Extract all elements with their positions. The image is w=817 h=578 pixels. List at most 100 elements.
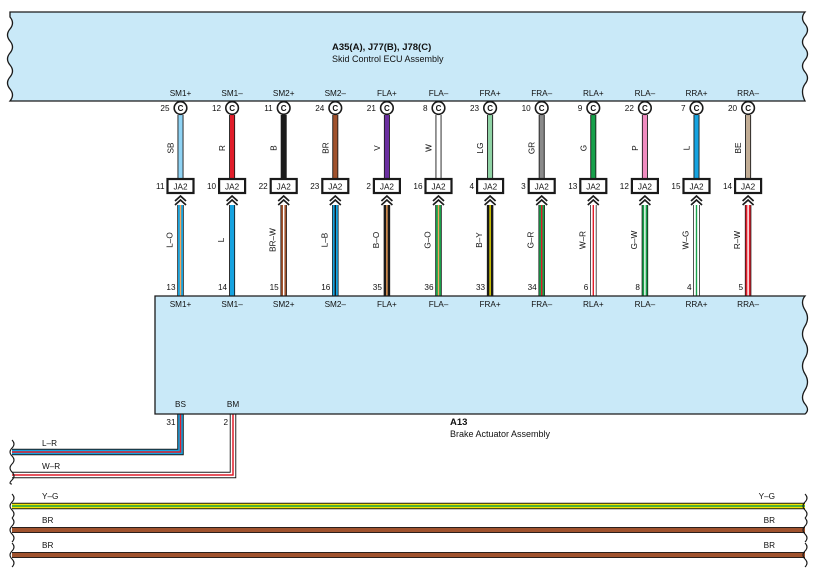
double-chevron-icon [226, 194, 239, 202]
double-chevron-icon [329, 198, 342, 206]
wire-break-left [9, 517, 15, 543]
double-chevron-icon [277, 198, 290, 206]
ja2-junction-box [682, 177, 711, 195]
connector-c-icon [431, 100, 446, 116]
ecu-pin-number: 24 [315, 104, 325, 113]
ja2-pin-number: 3 [521, 182, 526, 191]
actuator-output-pin-label: BM [227, 400, 239, 409]
ja2-junction-box [527, 177, 556, 195]
upper-wire-color-label: G [579, 145, 588, 151]
double-chevron-icon [432, 194, 445, 202]
ecu-pin-label: SM2– [325, 89, 347, 98]
actuator-pin-number: 5 [739, 283, 744, 292]
actuator-pin-number: 33 [476, 283, 486, 292]
ecu-pin-label: RLA– [635, 89, 656, 98]
ja2-pin-number: 14 [723, 182, 733, 191]
connector-c-icon [483, 100, 498, 116]
connector-code: C [539, 104, 545, 113]
upper-wire-color-label: B [270, 145, 279, 151]
actuator-pin-number: 13 [166, 283, 176, 292]
skid-control-ecu-box [6, 11, 809, 102]
lower-wire-3 [332, 205, 339, 296]
ja2-junction-box [476, 177, 505, 195]
connector-code: C [229, 104, 235, 113]
actuator-pin-number: 35 [373, 283, 383, 292]
ecu-pin-number: 11 [264, 104, 273, 113]
wire-break-left [9, 542, 15, 568]
double-chevron-icon [277, 194, 290, 202]
lower-wire-11 [744, 205, 752, 296]
wire-break-right [802, 517, 808, 543]
actuator-output-pin-label: BS [175, 400, 186, 409]
double-chevron-icon [638, 198, 651, 206]
lower-wire-color-label: G–W [630, 230, 639, 249]
ecu-pin-label: SM1– [221, 89, 243, 98]
ecu-pin-label: FRA+ [480, 89, 501, 98]
actuator-title: A13 [450, 417, 467, 428]
ja2-junction-box [579, 177, 608, 195]
double-chevron-icon [484, 198, 497, 206]
ecu-pin-number: 7 [681, 104, 686, 113]
double-chevron-icon [380, 198, 393, 206]
ja2-junction-box [218, 177, 247, 195]
actuator-output-pin-number: 2 [223, 418, 228, 427]
lower-wire-color-label: L [217, 237, 226, 242]
ja2-junction-box [269, 177, 298, 195]
double-chevron-icon [742, 194, 755, 202]
actuator-pin-label: SM1+ [170, 300, 192, 309]
actuator-pin-label: FRA+ [480, 300, 501, 309]
connector-c-icon [328, 100, 343, 116]
actuator-pin-label: FLA– [429, 300, 449, 309]
connector-c-icon [637, 100, 653, 116]
actuator-pin-label: SM2– [325, 300, 347, 309]
connector-c-icon [379, 100, 395, 116]
double-chevron-icon [690, 194, 703, 202]
actuator-pin-number: 6 [584, 283, 589, 292]
ecu-pin-label: FLA– [429, 89, 449, 98]
ecu-pin-number: 20 [728, 104, 738, 113]
lower-wire-8 [590, 205, 597, 296]
ja2-junction-box [166, 177, 195, 195]
connector-c-icon [740, 100, 756, 116]
ecu-title: A35(A), J77(B), J78(C) [332, 42, 431, 53]
connector-code: C [332, 104, 338, 113]
ja2-label: JA2 [328, 183, 343, 192]
wire-break-right [802, 542, 808, 568]
bus-wire-left-label: Y–G [42, 492, 58, 501]
connector-c-icon [586, 100, 601, 116]
output-wire-1 [12, 414, 237, 479]
double-chevron-icon [535, 198, 548, 206]
lower-wire-5 [435, 205, 442, 296]
ja2-label: JA2 [638, 183, 653, 192]
ja2-junction-box [733, 177, 763, 195]
actuator-output-pin-number: 31 [166, 418, 176, 427]
ja2-pin-number: 22 [259, 182, 269, 191]
double-chevron-icon [380, 194, 393, 202]
ja2-junction-box [372, 177, 401, 195]
ecu-subtitle: Skid Control ECU Assembly [332, 54, 444, 64]
ecu-pin-label: RLA+ [583, 89, 604, 98]
connector-code: C [590, 104, 596, 113]
upper-wire-color-label: P [631, 145, 640, 151]
wire-break-left [9, 493, 15, 519]
connector-code: C [745, 104, 751, 113]
ja2-pin-number: 13 [568, 182, 578, 191]
connector-code: C [694, 104, 700, 113]
double-chevron-icon [174, 194, 187, 202]
output-wire-color-label: W–R [42, 462, 60, 471]
ecu-pin-number: 8 [423, 104, 428, 113]
lower-wire-6 [486, 205, 494, 296]
lower-wire-7 [538, 205, 545, 296]
ja2-label: JA2 [586, 183, 601, 192]
